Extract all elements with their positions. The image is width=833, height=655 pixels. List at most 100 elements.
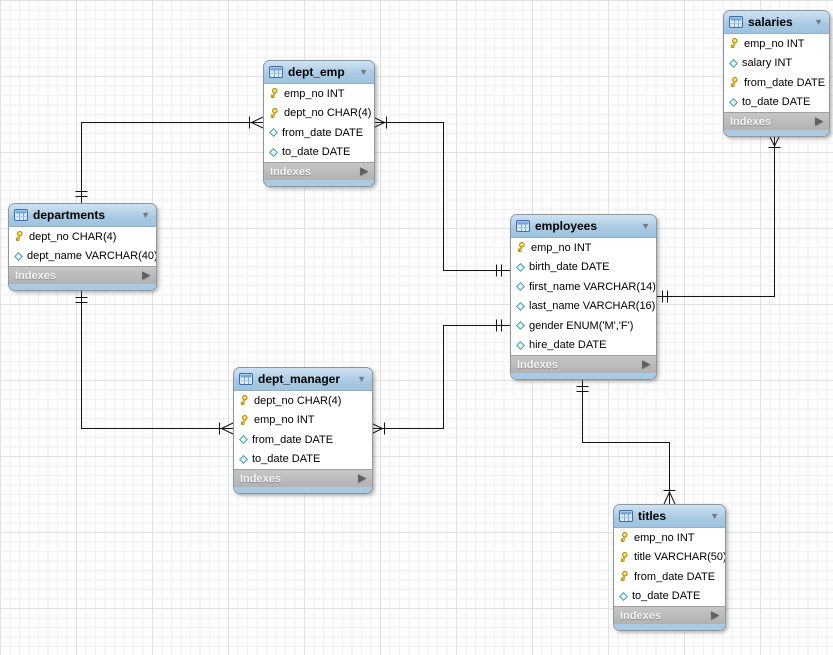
column-row[interactable]: hire_date DATE xyxy=(511,335,656,355)
column-row[interactable]: emp_no INT xyxy=(511,238,656,258)
not-null-column-icon xyxy=(239,435,248,444)
table-header[interactable]: titles ▼ xyxy=(614,505,725,528)
column-row[interactable]: dept_no CHAR(4) xyxy=(234,391,372,411)
column-row[interactable]: last_name VARCHAR(16) xyxy=(511,296,656,316)
table-grid-icon xyxy=(269,66,283,78)
column-label: emp_no INT xyxy=(254,414,315,427)
column-row[interactable]: to_date DATE xyxy=(724,92,829,112)
primary-key-icon xyxy=(619,552,630,563)
column-label: to_date DATE xyxy=(252,453,321,466)
table-salaries[interactable]: salaries ▼ emp_no INT salary INT from_da… xyxy=(723,10,830,137)
indexes-row[interactable]: Indexes ▶ xyxy=(264,162,374,180)
column-label: salary INT xyxy=(742,57,793,70)
column-row[interactable]: from_date DATE xyxy=(724,73,829,93)
indexes-row[interactable]: Indexes ▶ xyxy=(234,469,372,487)
table-bottom-strip xyxy=(614,624,725,630)
primary-key-icon xyxy=(619,532,630,543)
table-name: salaries xyxy=(748,15,793,29)
relationship-employees-dept_emp[interactable] xyxy=(372,116,510,277)
indexes-label: Indexes xyxy=(517,358,558,371)
indexes-row[interactable]: Indexes ▶ xyxy=(9,266,156,284)
expand-arrow-icon[interactable]: ▶ xyxy=(358,472,366,484)
primary-key-icon xyxy=(239,395,250,406)
primary-key-icon xyxy=(14,231,25,242)
collapse-triangle-icon[interactable]: ▼ xyxy=(359,66,368,77)
not-null-column-icon xyxy=(269,148,278,157)
column-label: emp_no INT xyxy=(531,241,592,254)
table-header[interactable]: employees ▼ xyxy=(511,215,656,238)
column-row[interactable]: first_name VARCHAR(14) xyxy=(511,277,656,297)
primary-key-icon xyxy=(729,38,740,49)
column-row[interactable]: salary INT xyxy=(724,53,829,73)
indexes-label: Indexes xyxy=(730,115,771,128)
column-label: from_date DATE xyxy=(282,126,364,139)
indexes-row[interactable]: Indexes ▶ xyxy=(614,606,725,624)
column-label: hire_date DATE xyxy=(529,339,607,352)
column-label: from_date DATE xyxy=(252,433,334,446)
not-null-column-icon xyxy=(516,341,525,350)
table-header[interactable]: dept_emp ▼ xyxy=(264,61,374,84)
column-row[interactable]: gender ENUM('M','F') xyxy=(511,316,656,336)
column-label: emp_no INT xyxy=(744,37,805,50)
table-dept_manager[interactable]: dept_manager ▼ dept_no CHAR(4) emp_no IN… xyxy=(233,367,373,494)
table-header[interactable]: dept_manager ▼ xyxy=(234,368,372,391)
collapse-triangle-icon[interactable]: ▼ xyxy=(814,16,823,27)
table-header[interactable]: departments ▼ xyxy=(9,204,156,227)
not-null-column-icon xyxy=(14,252,23,261)
relationship-departments-dept_emp[interactable] xyxy=(75,116,264,204)
collapse-triangle-icon[interactable]: ▼ xyxy=(710,510,719,521)
indexes-row[interactable]: Indexes ▶ xyxy=(511,355,656,373)
expand-arrow-icon[interactable]: ▶ xyxy=(642,358,650,370)
not-null-column-icon xyxy=(516,321,525,330)
column-row[interactable]: to_date DATE xyxy=(234,449,372,469)
column-label: dept_no CHAR(4) xyxy=(254,394,342,407)
expand-arrow-icon[interactable]: ▶ xyxy=(360,165,368,177)
relationship-employees-salaries[interactable] xyxy=(655,134,781,303)
column-label: dept_no CHAR(4) xyxy=(284,107,372,120)
table-dept_emp[interactable]: dept_emp ▼ emp_no INT dept_no CHAR(4) fr… xyxy=(263,60,375,187)
table-header[interactable]: salaries ▼ xyxy=(724,11,829,34)
column-row[interactable]: emp_no INT xyxy=(264,84,374,104)
column-row[interactable]: dept_name VARCHAR(40) xyxy=(9,246,157,266)
column-row[interactable]: emp_no INT xyxy=(724,34,829,54)
table-grid-icon xyxy=(239,373,253,385)
collapse-triangle-icon[interactable]: ▼ xyxy=(141,209,150,220)
column-row[interactable]: title VARCHAR(50) xyxy=(614,547,726,567)
column-row[interactable]: to_date DATE xyxy=(264,142,374,162)
expand-arrow-icon[interactable]: ▶ xyxy=(815,115,823,127)
column-row[interactable]: from_date DATE xyxy=(614,567,725,587)
relationship-employees-titles[interactable] xyxy=(576,378,676,505)
column-label: first_name VARCHAR(14) xyxy=(529,280,656,293)
collapse-triangle-icon[interactable]: ▼ xyxy=(641,220,650,231)
column-row[interactable]: emp_no INT xyxy=(614,528,725,548)
not-null-column-icon xyxy=(239,455,248,464)
indexes-row[interactable]: Indexes ▶ xyxy=(724,112,829,130)
column-row[interactable]: from_date DATE xyxy=(234,430,372,450)
expand-arrow-icon[interactable]: ▶ xyxy=(711,609,719,621)
table-titles[interactable]: titles ▼ emp_no INT title VARCHAR(50) fr… xyxy=(613,504,726,631)
table-name: employees xyxy=(535,219,598,233)
column-row[interactable]: emp_no INT xyxy=(234,410,372,430)
expand-arrow-icon[interactable]: ▶ xyxy=(142,269,150,281)
table-name: dept_manager xyxy=(258,372,341,386)
column-row[interactable]: from_date DATE xyxy=(264,123,374,143)
table-employees[interactable]: employees ▼ emp_no INT birth_date DATE f… xyxy=(510,214,657,380)
column-label: dept_name VARCHAR(40) xyxy=(27,250,157,263)
table-departments[interactable]: departments ▼ dept_no CHAR(4) dept_name … xyxy=(8,203,157,291)
table-bottom-strip xyxy=(511,373,656,379)
not-null-column-icon xyxy=(516,302,525,311)
column-label: title VARCHAR(50) xyxy=(634,551,726,564)
column-row[interactable]: birth_date DATE xyxy=(511,257,656,277)
collapse-triangle-icon[interactable]: ▼ xyxy=(357,373,366,384)
column-row[interactable]: to_date DATE xyxy=(614,586,725,606)
primary-key-icon xyxy=(239,415,250,426)
table-name: titles xyxy=(638,509,667,523)
relationship-departments-dept_manager[interactable] xyxy=(75,289,234,435)
column-row[interactable]: dept_no CHAR(4) xyxy=(264,103,374,123)
column-row[interactable]: dept_no CHAR(4) xyxy=(9,227,156,247)
relationship-employees-dept_manager[interactable] xyxy=(370,319,510,435)
column-label: emp_no INT xyxy=(634,531,695,544)
table-bottom-strip xyxy=(9,284,156,290)
column-label: to_date DATE xyxy=(632,590,701,603)
